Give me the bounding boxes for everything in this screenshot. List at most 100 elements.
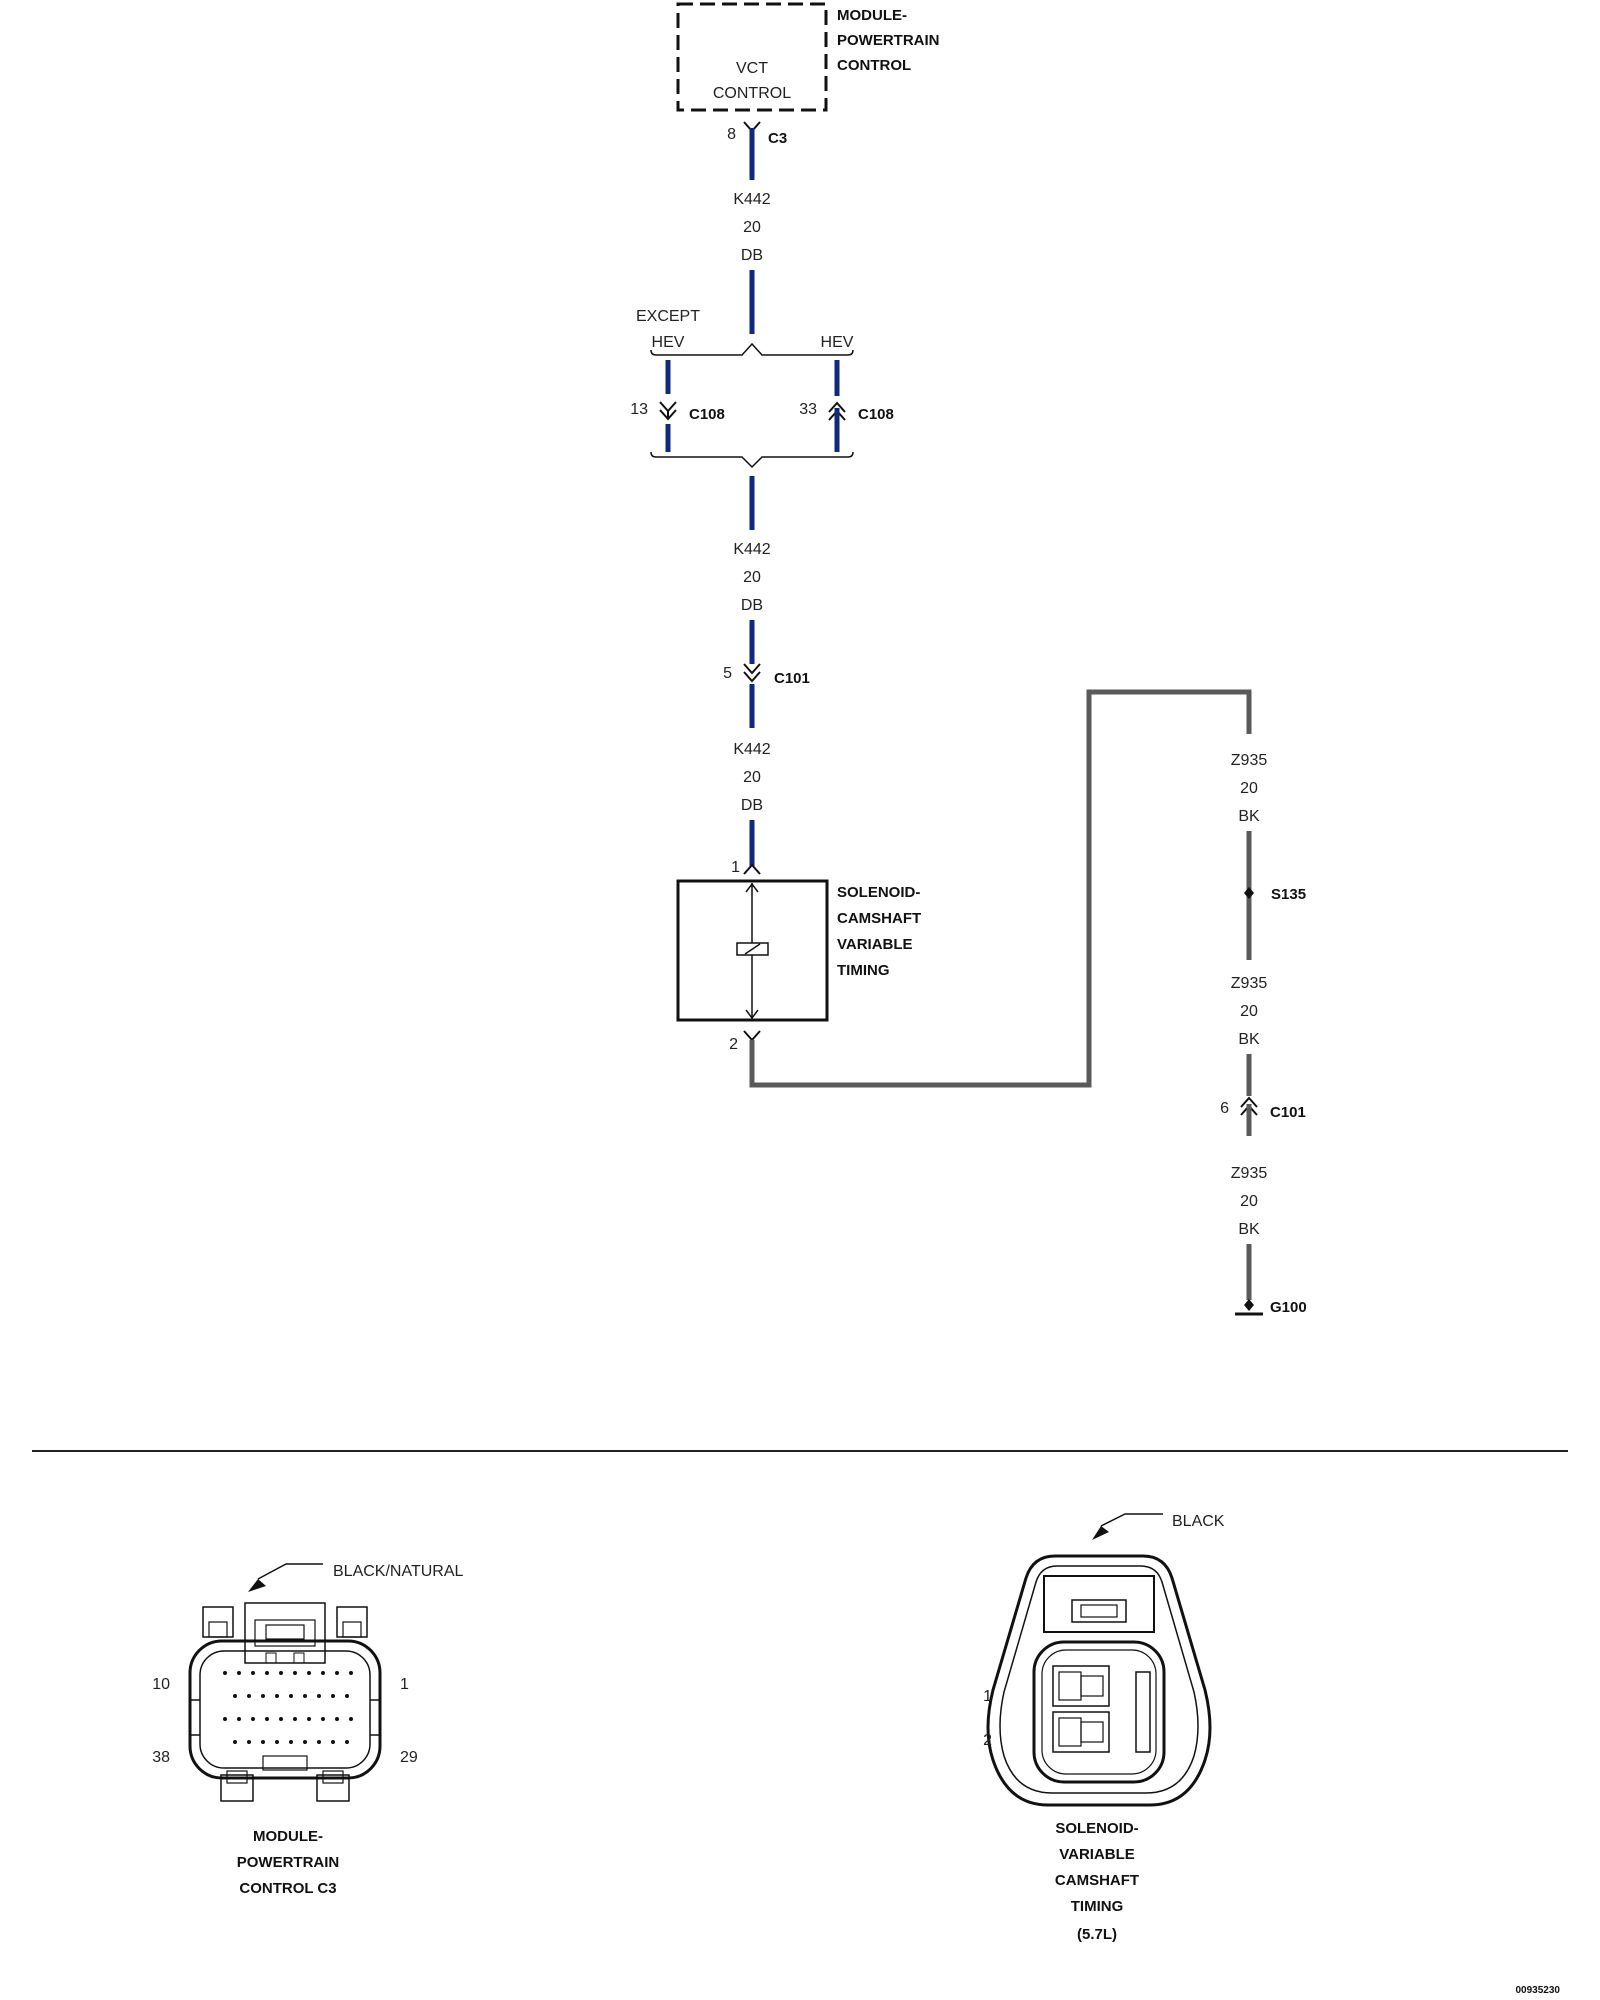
pcm-module: VCT CONTROL MODULE- POWERTRAIN CONTROL <box>676 2 940 112</box>
pin-cavity <box>233 1740 237 1744</box>
pcm-connector-latch <box>244 1602 326 1664</box>
pin-cavity <box>321 1717 325 1721</box>
solenoid-title-line-2: CAMSHAFT <box>837 910 921 927</box>
z935-gauge-2: 20 <box>1240 1003 1258 1020</box>
pin-cavity <box>237 1671 241 1675</box>
solenoid-pin-1: 1 <box>731 859 740 876</box>
pin-cavity <box>293 1717 297 1721</box>
c108-right-pin: 33 <box>799 401 817 418</box>
pcm-connector-pin-10: 10 <box>152 1676 170 1693</box>
c101-top-pin: 5 <box>723 665 732 682</box>
solenoid-title-line-3: VARIABLE <box>837 936 913 953</box>
solenoid-connector-title-line-2: VARIABLE <box>1059 1846 1135 1863</box>
pcm-title-line-1: MODULE- <box>837 7 907 24</box>
pin-cavity <box>265 1717 269 1721</box>
z935-circuit-2: Z935 <box>1231 975 1268 992</box>
branch-bottom-brace <box>650 451 854 469</box>
c108-left-label: C108 <box>689 406 725 423</box>
solenoid-connector-title-line-3: CAMSHAFT <box>1055 1872 1139 1889</box>
solenoid-terminal-1 <box>1052 1665 1110 1707</box>
z935-color-3: BK <box>1238 1221 1260 1238</box>
pcm-inner-line-2: CONTROL <box>713 85 791 102</box>
k442-circuit-2: K442 <box>733 541 770 558</box>
pin-cavity <box>331 1694 335 1698</box>
pin-cavity <box>289 1740 293 1744</box>
pin-cavity <box>303 1740 307 1744</box>
pin-cavity <box>233 1694 237 1698</box>
pin-cavity <box>275 1740 279 1744</box>
pcm-connector-title-line-2: POWERTRAIN <box>237 1854 340 1871</box>
c101-right-label: C101 <box>1270 1104 1306 1121</box>
z935-color-1: BK <box>1238 808 1260 825</box>
branch-left-label-line-2: HEV <box>652 334 685 351</box>
solenoid-box <box>676 879 829 1022</box>
pin-cavity <box>317 1694 321 1698</box>
splice-label: S135 <box>1271 886 1306 903</box>
solenoid-connector-title-line-5: (5.7L) <box>1077 1926 1117 1943</box>
pin-cavity <box>317 1740 321 1744</box>
solenoid-title-line-4: TIMING <box>837 962 890 979</box>
pin-cavity <box>251 1671 255 1675</box>
pcm-title-line-2: POWERTRAIN <box>837 32 940 49</box>
z935-circuit-1: Z935 <box>1231 752 1268 769</box>
pin-cavity <box>307 1717 311 1721</box>
pin-cavity <box>223 1671 227 1675</box>
solenoid-connector-title-line-1: SOLENOID- <box>1055 1820 1138 1837</box>
pcm-connector-pin-grid <box>223 1671 353 1744</box>
solenoid-connector-latch <box>1071 1599 1127 1623</box>
pin-cavity <box>293 1671 297 1675</box>
c101-right-pin: 6 <box>1220 1100 1229 1117</box>
k442-gauge-3: 20 <box>743 769 761 786</box>
pcm-inner-line-1: VCT <box>736 60 768 77</box>
branch-left-label-line-1: EXCEPT <box>636 308 700 325</box>
k442-gauge-1: 20 <box>743 219 761 236</box>
c101-top-symbol <box>743 671 761 683</box>
pin-cavity <box>275 1694 279 1698</box>
splice-s135-dot <box>1244 887 1254 899</box>
z935-color-2: BK <box>1238 1031 1260 1048</box>
pcm-connector-shell <box>188 1639 382 1780</box>
z935-gauge-3: 20 <box>1240 1193 1258 1210</box>
solenoid-connector-pin-1: 1 <box>983 1688 992 1705</box>
pin-cavity <box>335 1671 339 1675</box>
z935-gauge-1: 20 <box>1240 780 1258 797</box>
pcm-connector-pin-1: 1 <box>400 1676 409 1693</box>
z935-circuit-3: Z935 <box>1231 1165 1268 1182</box>
k442-color-1: DB <box>741 247 763 264</box>
c108-right-label: C108 <box>858 406 894 423</box>
solenoid-connector-shell <box>986 1554 1212 1807</box>
solenoid-title-line-1: SOLENOID- <box>837 884 920 901</box>
ground-label: G100 <box>1270 1299 1307 1316</box>
pin-cavity <box>345 1740 349 1744</box>
pin-cavity <box>223 1717 227 1721</box>
pin-cavity <box>247 1694 251 1698</box>
pcm-dashed-box <box>676 2 828 112</box>
pin-cavity <box>335 1717 339 1721</box>
pin-cavity <box>331 1740 335 1744</box>
pcm-connector-color-label: BLACK/NATURAL <box>333 1563 464 1580</box>
pcm-connector-pin-38: 38 <box>152 1749 170 1766</box>
pcm-connector-title-line-3: CONTROL C3 <box>239 1880 336 1897</box>
pin-cavity <box>321 1671 325 1675</box>
solenoid-connector-title-line-4: TIMING <box>1071 1898 1124 1915</box>
solenoid-connector-face: BLACK 1 2 SOLENOID- VARIABLE CAMSHAFT TI… <box>983 1513 1225 1943</box>
pin-cavity <box>261 1694 265 1698</box>
pcm-connector-pin-29: 29 <box>400 1749 418 1766</box>
solenoid-terminal-2 <box>1052 1711 1110 1753</box>
pin-cavity <box>289 1694 293 1698</box>
c3-pin-number: 8 <box>727 126 736 143</box>
pin-cavity <box>251 1717 255 1721</box>
pin-cavity <box>237 1717 241 1721</box>
branch-top-brace <box>650 342 854 356</box>
k442-color-3: DB <box>741 797 763 814</box>
c108-left-pin: 13 <box>630 401 648 418</box>
wire-z935-route <box>749 689 1252 1088</box>
pin-cavity <box>247 1740 251 1744</box>
c3-connector-label: C3 <box>768 130 787 147</box>
k442-circuit-3: K442 <box>733 741 770 758</box>
pin-cavity <box>303 1694 307 1698</box>
pin-cavity <box>307 1671 311 1675</box>
solenoid-connector-pin-2: 2 <box>983 1732 992 1749</box>
pin-cavity <box>349 1717 353 1721</box>
